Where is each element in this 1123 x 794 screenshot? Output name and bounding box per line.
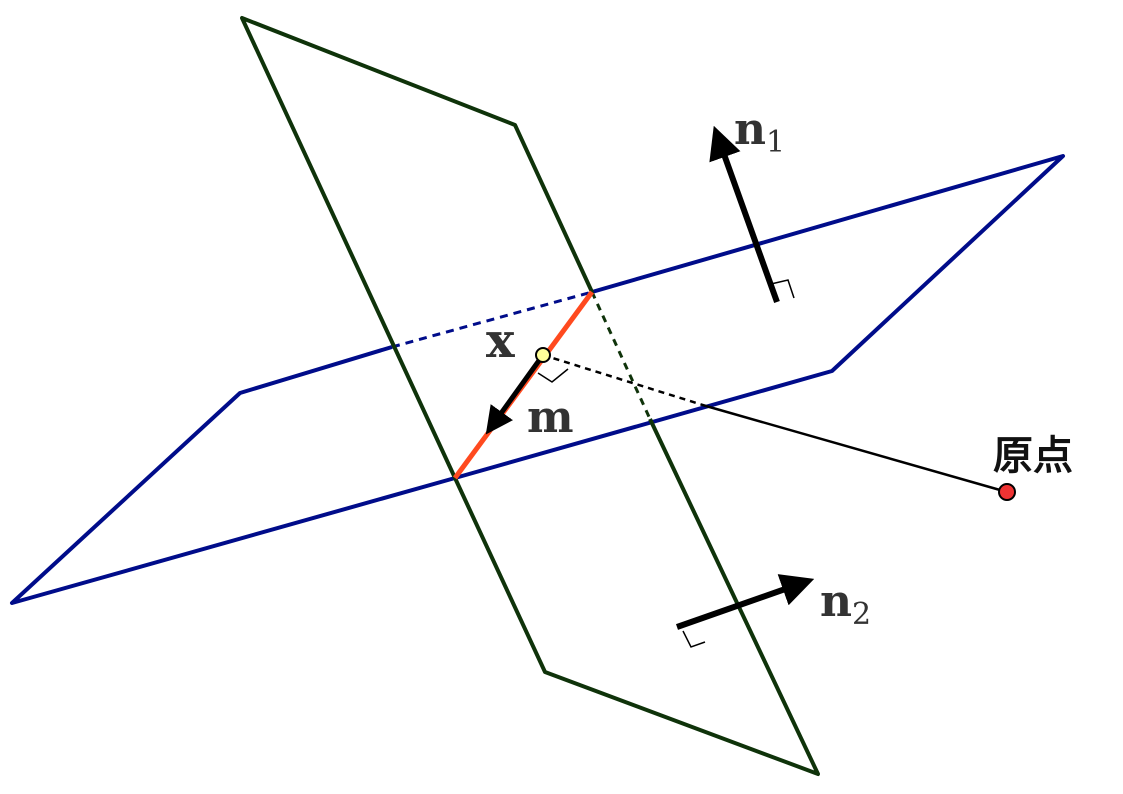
blue-plane-back-left-edge — [10, 345, 456, 605]
blue-plane — [10, 154, 1065, 605]
right-angle-icon-n2 — [682, 630, 706, 648]
origin-line — [705, 404, 1008, 494]
blue-plane-hidden-edge — [391, 290, 593, 349]
blue-plane-front-right-edge — [454, 154, 1065, 480]
green-plane — [240, 16, 820, 776]
normal-vector-n1 — [709, 125, 780, 304]
label-n1: n1 — [734, 104, 785, 160]
point-x-marker — [535, 347, 551, 363]
green-plane-lower-edge — [453, 418, 820, 776]
label-origin: 原点 — [993, 433, 1073, 479]
origin-point-marker — [998, 483, 1016, 501]
green-plane-hidden-edge — [590, 291, 652, 420]
label-x: x — [486, 313, 515, 369]
green-plane-upper-edge — [240, 16, 594, 479]
label-m: m — [527, 392, 574, 443]
right-angle-icon-n1 — [770, 279, 795, 299]
vector-m — [485, 353, 546, 435]
right-angle-icon-x — [537, 368, 569, 383]
normal-vector-n2 — [676, 574, 815, 630]
label-n2: n2 — [820, 576, 871, 632]
